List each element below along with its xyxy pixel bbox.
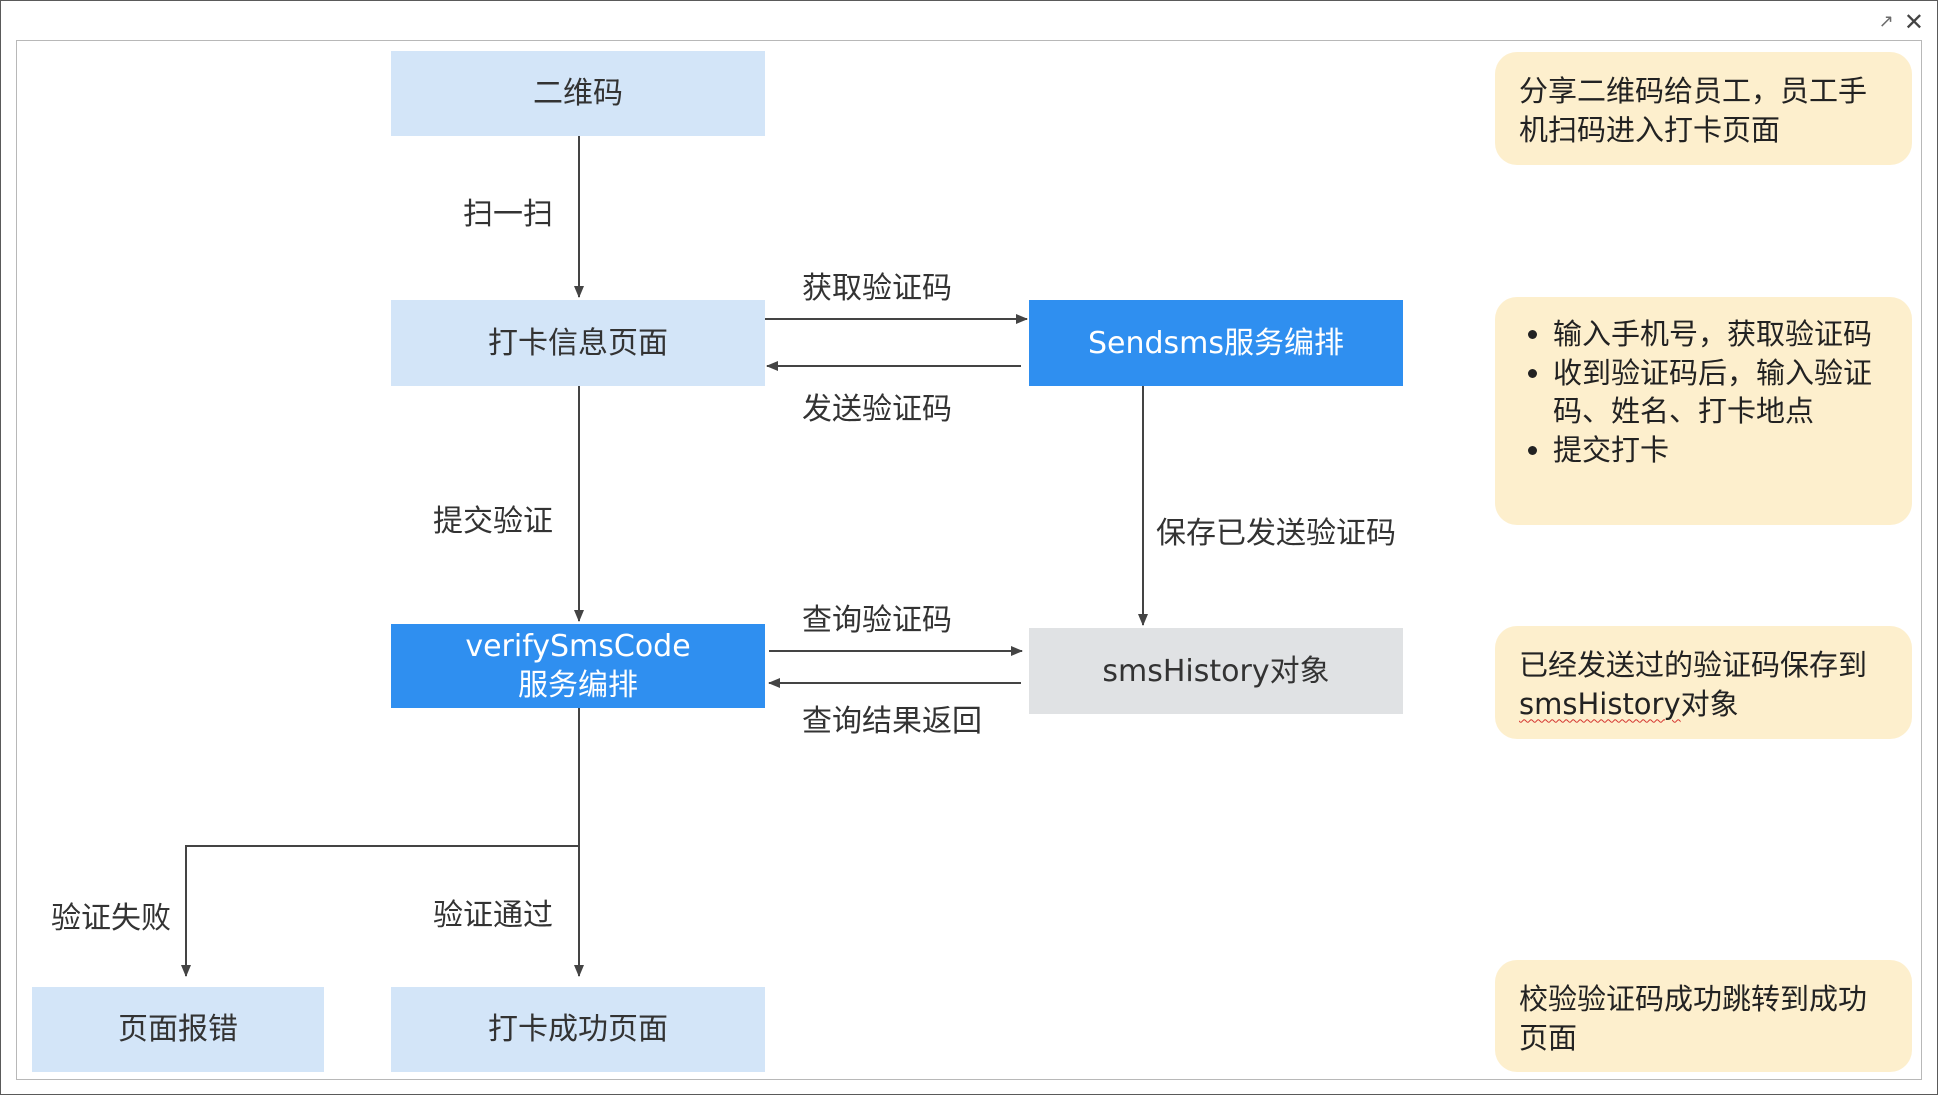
- edge-verify-to-error: [181, 845, 579, 977]
- node-verify-line1: verifySmsCode: [465, 629, 691, 664]
- node-sms-history: smsHistory对象: [1029, 628, 1403, 714]
- note-share-qrcode-text: 分享二维码给员工，员工手机扫码进入打卡页面: [1519, 74, 1868, 147]
- connector-layer: [181, 136, 1148, 977]
- note-step-item: 提交打卡: [1553, 431, 1888, 470]
- note-step-item: 输入手机号，获取验证码: [1553, 315, 1888, 354]
- node-page-error: 页面报错: [32, 987, 324, 1072]
- node-success-page: 打卡成功页面: [391, 987, 765, 1072]
- label-verify-pass: 验证通过: [433, 898, 553, 933]
- note-success-text: 校验验证码成功跳转到成功页面: [1519, 982, 1868, 1055]
- note-checkin-steps-list: 输入手机号，获取验证码 收到验证码后，输入验证码、姓名、打卡地点 提交打卡: [1509, 315, 1888, 469]
- node-verify-line2: 服务编排: [518, 668, 638, 703]
- note-sms-history: 已经发送过的验证码保存到 smsHistory对象: [1495, 626, 1912, 739]
- note-share-qrcode: 分享二维码给员工，员工手机扫码进入打卡页面: [1495, 52, 1912, 165]
- node-verify-sms-code: verifySmsCode 服务编排: [391, 624, 765, 708]
- label-query-code: 查询验证码: [802, 603, 952, 638]
- window-controls: ↗ ✕: [1879, 10, 1924, 34]
- note-success-redirect: 校验验证码成功跳转到成功页面: [1495, 960, 1912, 1072]
- node-sms-history-label: smsHistory对象: [1102, 653, 1330, 689]
- label-submit-verify: 提交验证: [433, 504, 553, 539]
- close-icon[interactable]: ✕: [1903, 8, 1924, 36]
- note-history-suffix: 对象: [1680, 686, 1739, 721]
- node-sendsms: Sendsms服务编排: [1029, 300, 1403, 386]
- label-verify-fail: 验证失败: [51, 901, 171, 936]
- label-scan: 扫一扫: [463, 197, 553, 232]
- node-checkin-page: 打卡信息页面: [391, 300, 765, 386]
- note-checkin-steps: 输入手机号，获取验证码 收到验证码后，输入验证码、姓名、打卡地点 提交打卡: [1495, 297, 1912, 525]
- note-history-term: smsHistory: [1519, 686, 1681, 721]
- node-sendsms-label: Sendsms服务编排: [1087, 325, 1345, 361]
- diagram-canvas: 二维码 打卡信息页面 Sendsms服务编排 verifySmsCode 服务编…: [16, 40, 1922, 1080]
- popout-icon[interactable]: ↗: [1878, 11, 1894, 32]
- node-success-page-label: 打卡成功页面: [488, 1012, 668, 1047]
- node-qrcode-label: 二维码: [533, 76, 623, 111]
- note-history-prefix: 已经发送过的验证码保存到: [1519, 648, 1868, 682]
- node-checkin-page-label: 打卡信息页面: [488, 325, 668, 361]
- label-query-result: 查询结果返回: [802, 704, 982, 739]
- node-page-error-label: 页面报错: [118, 1012, 238, 1047]
- note-step-item: 收到验证码后，输入验证码、姓名、打卡地点: [1553, 354, 1888, 431]
- label-get-code: 获取验证码: [802, 271, 952, 306]
- node-qrcode: 二维码: [391, 51, 765, 136]
- label-save-code: 保存已发送验证码: [1156, 516, 1396, 551]
- label-send-code: 发送验证码: [802, 392, 952, 427]
